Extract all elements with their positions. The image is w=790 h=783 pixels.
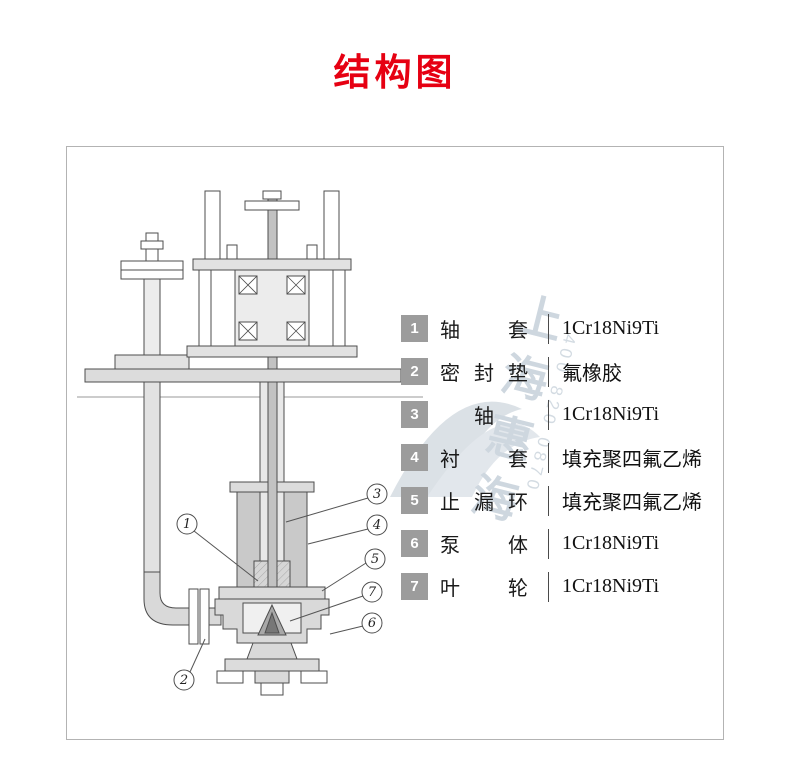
legend-row: 4 衬套 填充聚四氟乙烯 — [401, 436, 702, 479]
svg-text:6: 6 — [368, 616, 376, 631]
pump-casing — [214, 586, 330, 696]
bearing-blocks — [238, 275, 306, 341]
legend-material: 1Cr18Ni9Ti — [562, 532, 660, 554]
legend-material: 填充聚四氟乙烯 — [562, 449, 702, 471]
legend-part-name: 轴 — [474, 406, 494, 428]
legend-material: 1Cr18Ni9Ti — [562, 317, 660, 339]
legend-num: 2 — [401, 358, 428, 385]
legend-divider — [548, 528, 549, 559]
callout-4: 4 — [366, 514, 388, 536]
legend-num: 3 — [401, 401, 428, 428]
flange-pair — [188, 588, 210, 645]
legend-part-name: 叶轮 — [440, 578, 528, 600]
callout-7: 7 — [361, 581, 383, 603]
suction-bell — [246, 642, 298, 660]
diagram-frame: 上海惠海 400 820 0870 — [66, 146, 724, 740]
legend-num: 5 — [401, 487, 428, 514]
legend-part-name: 止漏环 — [440, 492, 528, 514]
elbow — [143, 571, 190, 626]
parts-legend: 1 轴套 1Cr18Ni9Ti 2 密封垫 氟橡胶 3 轴 1Cr18Ni9Ti… — [401, 307, 702, 608]
legend-material: 填充聚四氟乙烯 — [562, 492, 702, 514]
legend-divider — [548, 399, 549, 430]
legend-row: 7 叶轮 1Cr18Ni9Ti — [401, 565, 702, 608]
legend-row: 3 轴 1Cr18Ni9Ti — [401, 393, 702, 436]
page-title: 结构图 — [333, 52, 457, 93]
pump-drawing-svg: 1 2 3 4 5 7 — [77, 190, 423, 696]
legend-num: 4 — [401, 444, 428, 471]
legend-divider — [548, 571, 549, 602]
svg-text:1: 1 — [183, 517, 191, 532]
baseplate — [84, 368, 402, 383]
svg-text:7: 7 — [368, 585, 377, 600]
legend-material: 氟橡胶 — [562, 363, 622, 385]
legend-row: 2 密封垫 氟橡胶 — [401, 350, 702, 393]
legend-num: 1 — [401, 315, 428, 342]
callout-1: 1 — [176, 513, 198, 535]
legend-divider — [548, 442, 549, 473]
legend-row: 5 止漏环 填充聚四氟乙烯 — [401, 479, 702, 522]
svg-text:2: 2 — [179, 673, 188, 688]
legend-row: 6 泵体 1Cr18Ni9Ti — [401, 522, 702, 565]
legend-divider — [548, 485, 549, 516]
legend-part-name: 轴套 — [440, 320, 528, 342]
bearing-assembly — [186, 190, 358, 358]
callout-5: 5 — [364, 548, 386, 570]
legend-divider — [548, 356, 549, 387]
legend-part-name: 泵体 — [440, 535, 528, 557]
legend-part-name: 衬套 — [440, 449, 528, 471]
svg-text:5: 5 — [371, 552, 379, 567]
callout-6: 6 — [361, 612, 383, 634]
callout-2: 2 — [173, 669, 195, 691]
legend-part-name: 密封垫 — [440, 363, 528, 385]
legend-material: 1Cr18Ni9Ti — [562, 575, 660, 597]
svg-text:3: 3 — [373, 487, 381, 502]
legend-row: 1 轴套 1Cr18Ni9Ti — [401, 307, 702, 350]
legend-num: 6 — [401, 530, 428, 557]
svg-text:4: 4 — [372, 518, 381, 533]
legend-num: 7 — [401, 573, 428, 600]
legend-divider — [548, 313, 549, 344]
callout-leaders — [189, 497, 369, 673]
legend-material: 1Cr18Ni9Ti — [562, 403, 660, 425]
pump-drawing: 1 2 3 4 5 7 — [75, 189, 425, 722]
callout-3: 3 — [366, 483, 388, 505]
discharge-pipe — [114, 232, 222, 645]
